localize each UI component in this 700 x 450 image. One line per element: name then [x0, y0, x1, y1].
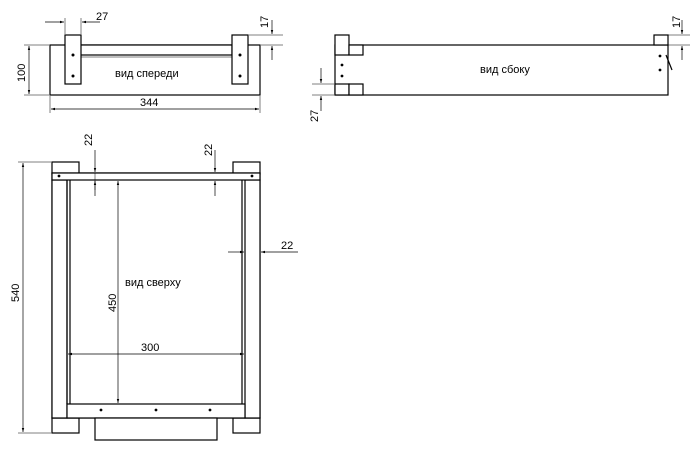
front-post-dim: 27 [96, 11, 108, 23]
top-screw [208, 408, 212, 412]
side-bottom-left-block [334, 83, 350, 96]
top-length-dim: 540 [10, 284, 22, 302]
top-screw [250, 174, 254, 178]
top-rail-right-dim: 22 [203, 144, 215, 156]
top-rail-left-dim: 22 [83, 134, 95, 146]
side-screw [340, 74, 344, 78]
top-inner-width-dim: 300 [141, 342, 159, 354]
front-width-dim: 344 [140, 97, 158, 109]
top-corner-block [232, 417, 261, 434]
top-right-rail [244, 179, 261, 419]
front-left-post [64, 34, 82, 85]
side-view: вид сбоку 17 27 [309, 16, 690, 122]
top-screw [99, 408, 103, 412]
side-body [334, 44, 669, 96]
top-corner-block [51, 417, 80, 434]
front-screw [238, 53, 242, 57]
side-view-label: вид сбоку [480, 64, 530, 76]
front-offset-dim: 17 [259, 16, 271, 28]
side-offset-dim: 17 [671, 16, 683, 28]
side-handle [665, 54, 673, 71]
front-screw [238, 74, 242, 78]
top-outer-frame [51, 172, 261, 419]
front-right-post [231, 34, 249, 85]
top-side-rail-dim: 22 [281, 240, 293, 252]
top-inner-length-dim: 450 [107, 294, 119, 312]
side-post-dim: 27 [309, 110, 321, 122]
side-top-right-block [653, 34, 669, 46]
top-corner-block [232, 161, 261, 175]
front-view-label: вид спереди [115, 68, 179, 80]
top-handle [94, 417, 218, 441]
top-left-rail [51, 179, 68, 419]
top-screw [154, 408, 158, 412]
front-top-rail [79, 44, 233, 56]
side-screw [658, 54, 662, 58]
front-height-dim: 100 [16, 64, 28, 82]
top-view: вид сверху 540 450 300 22 22 22 [10, 134, 298, 441]
top-front-rail [51, 172, 261, 181]
side-top-left-block [334, 34, 350, 56]
top-corner-block [51, 161, 80, 175]
side-screw [658, 68, 662, 72]
side-top-left-step [348, 44, 364, 56]
side-screw [340, 63, 344, 67]
side-bottom-left-step [348, 83, 364, 96]
top-view-label: вид сверху [125, 277, 181, 289]
top-screw [57, 174, 61, 178]
front-screw [71, 74, 75, 78]
front-view: вид спереди 344 100 27 17 [16, 11, 283, 113]
front-screw [71, 53, 75, 57]
